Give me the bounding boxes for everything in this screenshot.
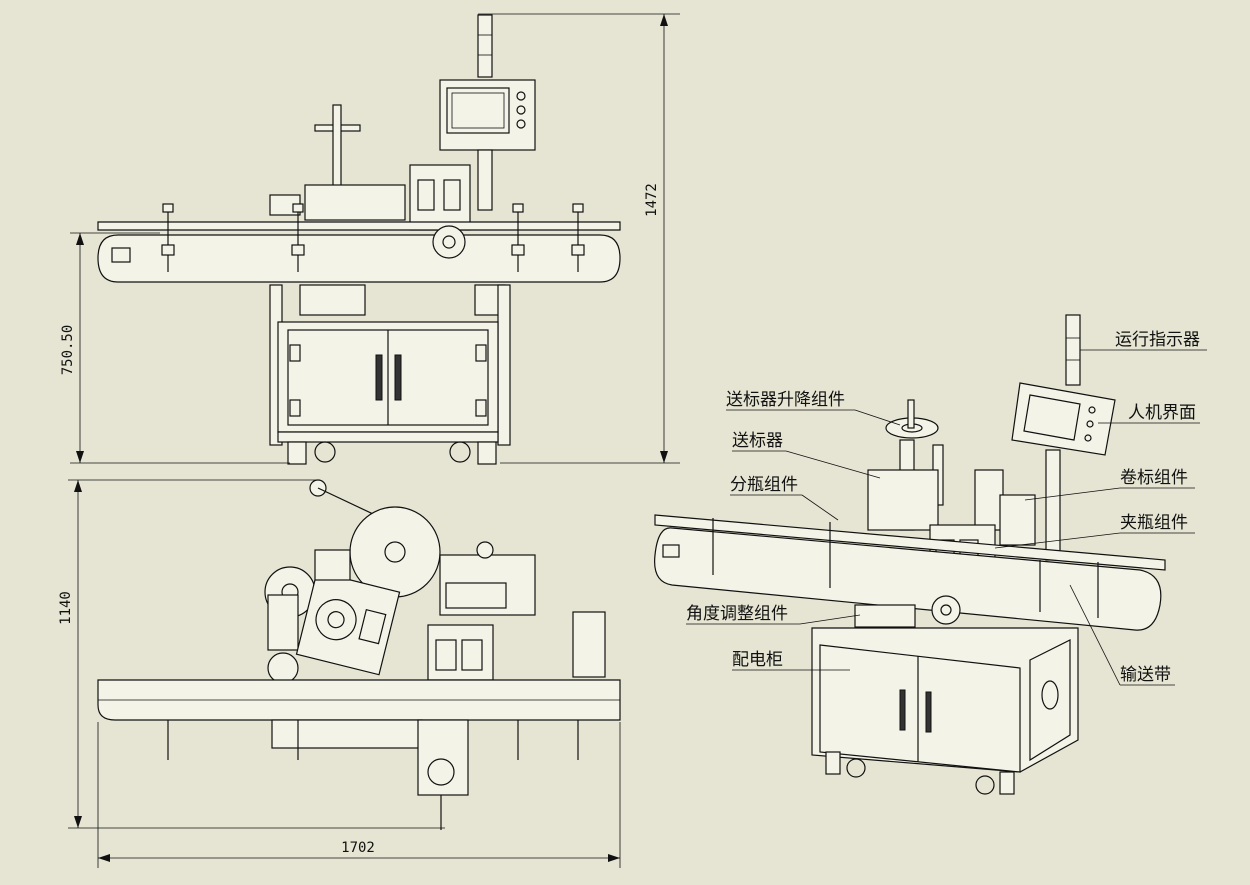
- label-cabinet: 配电柜: [732, 650, 783, 670]
- label-feeder: 送标器: [732, 431, 783, 451]
- dim-total-height-label: 1472: [644, 183, 660, 217]
- label-separator: 分瓶组件: [730, 475, 798, 495]
- dim-depth: 1140: [58, 479, 445, 829]
- label-lift: 送标器升降组件: [726, 390, 845, 410]
- dim-table-height: 750.50: [60, 232, 290, 464]
- dim-table-height-label: 750.50: [60, 325, 76, 376]
- label-roll: 卷标组件: [1120, 468, 1188, 488]
- top-view: [97, 479, 621, 830]
- label-indicator: 运行指示器: [1115, 330, 1200, 350]
- front-view: [97, 14, 621, 465]
- dim-length-label: 1702: [341, 840, 375, 856]
- dim-total-height: 1472: [478, 13, 680, 464]
- dim-depth-label: 1140: [58, 591, 74, 625]
- callouts: 运行指示器 人机界面 送标器升降组件 送标器 卷标组件 分瓶组件 夹瓶组件 角度…: [686, 330, 1207, 686]
- iso-view: [654, 314, 1166, 795]
- dim-length: 1702: [97, 722, 621, 868]
- label-conveyor: 输送带: [1120, 665, 1171, 685]
- label-angle: 角度调整组件: [686, 604, 788, 624]
- label-clamp: 夹瓶组件: [1120, 513, 1188, 533]
- label-hmi: 人机界面: [1128, 403, 1196, 423]
